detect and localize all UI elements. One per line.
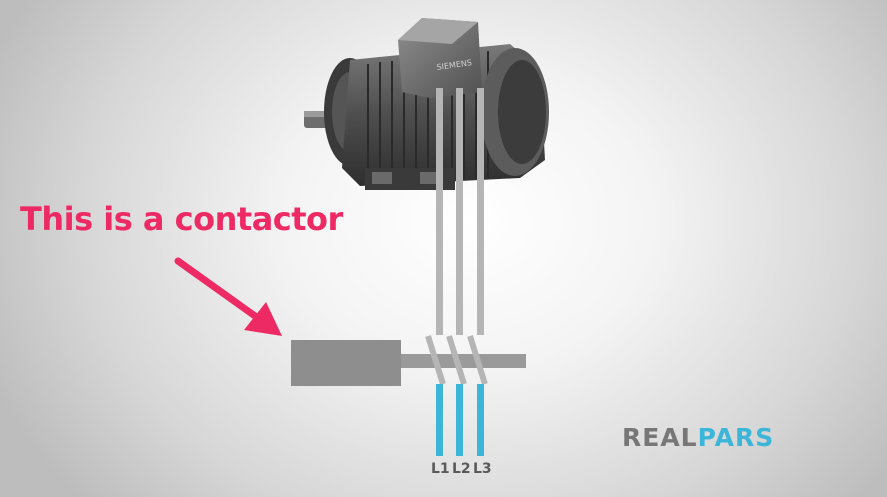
motor: SIEMENS bbox=[304, 18, 549, 190]
wire-bottom-l3 bbox=[477, 384, 484, 456]
line-supply-wires bbox=[436, 384, 484, 456]
contactor bbox=[291, 335, 526, 386]
logo-part-pars: PARS bbox=[697, 423, 775, 452]
contact-l1 bbox=[425, 335, 446, 385]
contactor-actuator-bar bbox=[401, 354, 526, 368]
contactor-caption: This is a contactor bbox=[20, 200, 343, 238]
contactor-coil-body bbox=[291, 340, 401, 386]
contactor-switch-contacts bbox=[425, 335, 488, 385]
contact-l3 bbox=[467, 335, 488, 385]
wire-top-l3 bbox=[477, 88, 484, 335]
wire-top-l1 bbox=[436, 88, 443, 335]
wire-bottom-l2 bbox=[456, 384, 463, 456]
contact-l2 bbox=[446, 335, 467, 385]
motor-supply-wires bbox=[436, 88, 484, 335]
realpars-logo: REALPARS bbox=[622, 423, 774, 452]
wire-bottom-l1 bbox=[436, 384, 443, 456]
phase-label-l2: L2 bbox=[452, 461, 471, 477]
wire-top-l2 bbox=[456, 88, 463, 335]
logo-part-real: REAL bbox=[622, 423, 698, 452]
pointer-arrow-icon bbox=[174, 257, 282, 336]
phase-label-l1: L1 bbox=[431, 461, 450, 477]
phase-label-l3: L3 bbox=[473, 461, 492, 477]
